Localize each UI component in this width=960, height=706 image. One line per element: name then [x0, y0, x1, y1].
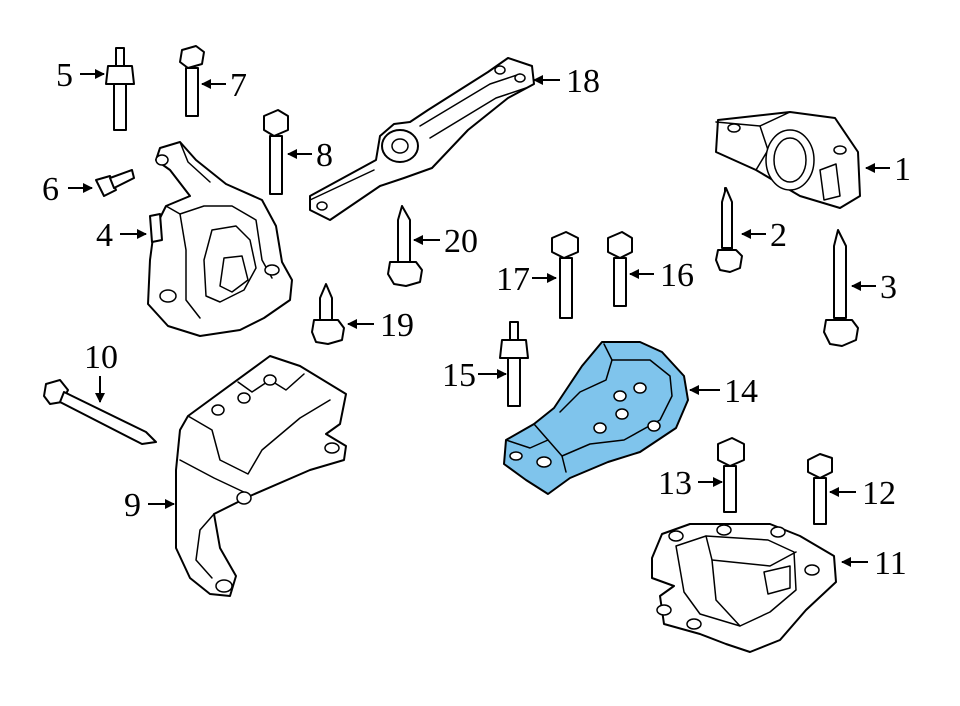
part-4-engine-mount[interactable] — [147, 141, 293, 337]
part-10-bolt[interactable] — [43, 379, 157, 445]
callout-19[interactable]: 19 — [380, 307, 414, 344]
callout-pointers — [68, 69, 890, 567]
callout-6[interactable]: 6 — [42, 171, 59, 208]
callout-17[interactable]: 17 — [496, 261, 530, 298]
callout-8[interactable]: 8 — [316, 137, 333, 174]
callout-3[interactable]: 3 — [880, 269, 897, 306]
callout-11[interactable]: 11 — [874, 545, 907, 582]
part-13-bolt[interactable] — [717, 437, 745, 513]
callout-12[interactable]: 12 — [862, 475, 896, 512]
callout-14[interactable]: 14 — [724, 373, 758, 410]
part-9-bracket[interactable] — [175, 355, 347, 597]
part-11-transmission-mount[interactable] — [651, 523, 837, 653]
part-14-highlighted-bracket[interactable] — [503, 341, 689, 495]
part-19-bolt[interactable] — [311, 283, 345, 345]
part-7-bolt[interactable] — [179, 45, 205, 117]
part-18-torque-link[interactable] — [309, 57, 535, 221]
callout-18[interactable]: 18 — [566, 63, 600, 100]
callout-20[interactable]: 20 — [444, 223, 478, 260]
part-15-stud[interactable] — [499, 321, 529, 407]
callout-5[interactable]: 5 — [56, 57, 73, 94]
callout-2[interactable]: 2 — [770, 217, 787, 254]
part-14-fill — [503, 341, 689, 495]
part-20-bolt[interactable] — [387, 205, 423, 287]
part-2-bolt[interactable] — [715, 187, 743, 273]
callout-15[interactable]: 15 — [442, 357, 476, 394]
callout-4[interactable]: 4 — [96, 217, 113, 254]
callout-1[interactable]: 1 — [894, 151, 911, 188]
callout-10[interactable]: 10 — [84, 339, 118, 376]
part-1-bracket[interactable] — [715, 111, 861, 209]
callout-13[interactable]: 13 — [658, 465, 692, 502]
part-8-bolt[interactable] — [263, 109, 289, 195]
part-6-bolt[interactable] — [95, 169, 135, 197]
callout-7[interactable]: 7 — [230, 67, 247, 104]
callout-9[interactable]: 9 — [124, 487, 141, 524]
part-17-bolt[interactable] — [551, 231, 579, 319]
part-3-bolt[interactable] — [823, 229, 859, 347]
part-16-bolt[interactable] — [607, 231, 633, 307]
callout-labels: 1 2 3 4 5 6 7 8 9 10 11 12 13 14 15 16 1… — [42, 57, 911, 582]
callout-16[interactable]: 16 — [660, 257, 694, 294]
part-5-stud[interactable] — [105, 47, 135, 131]
part-12-bolt[interactable] — [807, 453, 833, 525]
